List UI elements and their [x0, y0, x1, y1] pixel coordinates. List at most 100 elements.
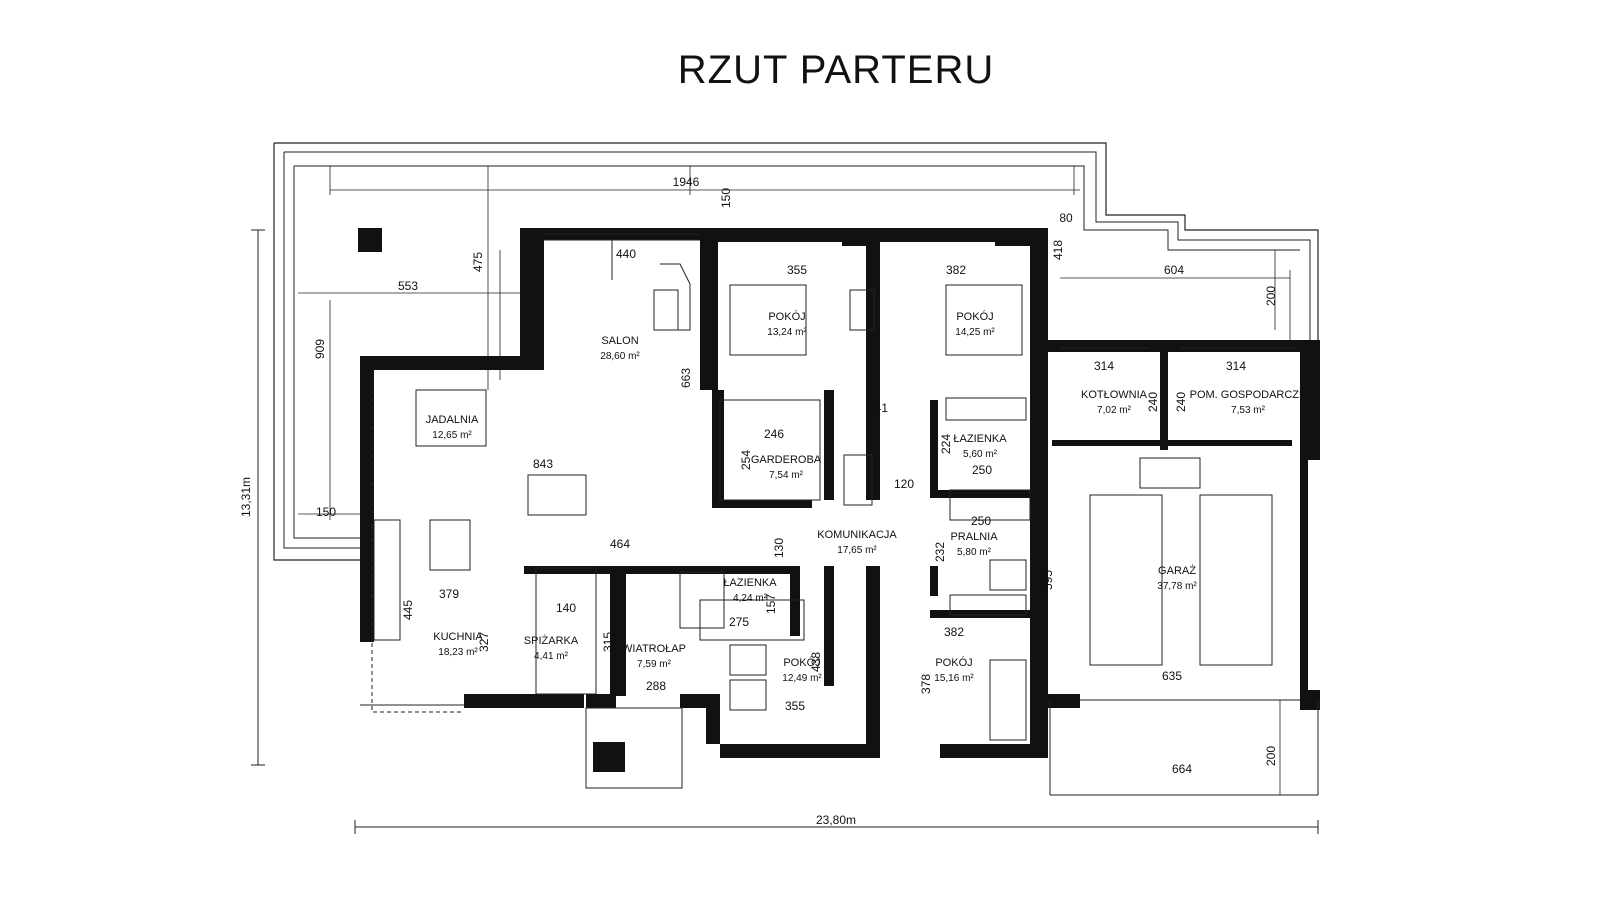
- wall: [520, 228, 544, 368]
- wall: [1300, 460, 1308, 700]
- room-area: 17,65 m²: [837, 545, 877, 556]
- room-area: 15,16 m²: [934, 673, 974, 684]
- dimension-label: 445: [401, 600, 415, 620]
- pantry-shelves: [535, 567, 597, 695]
- room-label: ŁAZIENKA: [723, 577, 777, 589]
- sofa: [660, 263, 691, 331]
- dimension-label: 438: [809, 652, 823, 672]
- overall-height: 13,31m: [239, 477, 253, 517]
- dimension-label: 241: [868, 401, 888, 415]
- dimension-label: 382: [944, 625, 964, 639]
- wall: [360, 356, 374, 512]
- dimension-label: 240: [1146, 392, 1160, 412]
- room-label: SALON: [601, 335, 638, 347]
- room-area: 7,53 m²: [1231, 405, 1266, 416]
- room-area: 7,02 m²: [1097, 405, 1132, 416]
- dimension-label: 382: [946, 263, 966, 277]
- wall: [824, 566, 834, 686]
- dimension-label: 224: [939, 434, 953, 454]
- dining-table: [415, 389, 487, 447]
- dimension-label: 80: [1059, 211, 1073, 225]
- dashed-wall: [371, 370, 464, 713]
- chimney: [358, 228, 382, 252]
- room-area: 12,65 m²: [432, 430, 472, 441]
- dimension-label: 418: [1051, 240, 1065, 260]
- wall: [720, 744, 850, 758]
- wall: [866, 240, 880, 390]
- room-area: 4,24 m²: [733, 593, 768, 604]
- dimension-label: 250: [972, 463, 992, 477]
- dimension-label: 140: [556, 601, 576, 615]
- terrace-outline: [274, 142, 1319, 340]
- dimension-label: 663: [679, 368, 693, 388]
- dimension-label: 464: [610, 537, 630, 551]
- dimension-label: 232: [933, 542, 947, 562]
- room-label: WIATROŁAP: [622, 643, 686, 655]
- terrace-outline: [273, 143, 360, 561]
- wall: [1030, 694, 1048, 758]
- fireplace: [527, 474, 587, 516]
- wall: [1160, 350, 1168, 450]
- dimension-label: 250: [971, 514, 991, 528]
- room-label: KOMUNIKACJA: [817, 529, 897, 541]
- dimension-label: 157: [764, 594, 778, 614]
- wall: [1052, 440, 1292, 446]
- dimension-label: 378: [919, 674, 933, 694]
- room-area: 7,59 m²: [637, 659, 672, 670]
- bed: [729, 644, 767, 676]
- room-area: 14,25 m²: [955, 327, 995, 338]
- overall-width: 23,80m: [816, 813, 856, 827]
- wall: [680, 566, 800, 574]
- garage-marker: [1139, 457, 1201, 489]
- dimension-label: 327: [477, 632, 491, 652]
- wall: [586, 694, 616, 708]
- dimension-label: 475: [471, 252, 485, 272]
- room-label: POKÓJ: [956, 310, 993, 323]
- wall: [790, 566, 800, 636]
- plan-title: RZUT PARTERU: [677, 48, 995, 92]
- room-label: ŁAZIENKA: [953, 433, 1007, 445]
- wall: [930, 610, 1030, 618]
- wall: [824, 390, 834, 500]
- dimension-label: 635: [1162, 669, 1182, 683]
- room-area: 37,78 m²: [1157, 581, 1197, 592]
- dimension-label: 355: [785, 699, 805, 713]
- dimension-label: 254: [739, 450, 753, 470]
- dimension-label: 664: [1172, 762, 1192, 776]
- room-label: KOTŁOWNIA: [1081, 389, 1148, 401]
- terrace-outline-inner: [283, 152, 360, 549]
- closet: [949, 594, 1027, 616]
- dimension-label: 200: [1264, 286, 1278, 306]
- wall: [712, 390, 724, 500]
- dimension-label: 120: [894, 477, 914, 491]
- wall: [866, 566, 880, 746]
- dimension-label: 150: [719, 188, 733, 208]
- dimension-label: 240: [1174, 392, 1188, 412]
- wall: [866, 390, 880, 500]
- wall: [488, 356, 544, 370]
- bed: [729, 679, 767, 711]
- wall: [700, 240, 718, 390]
- car: [1089, 494, 1163, 666]
- cabinet: [843, 454, 873, 506]
- dimension-label: 909: [313, 339, 327, 359]
- room-label: POM. GOSPODARCZE: [1190, 389, 1307, 401]
- room-label: SPIŻARKA: [524, 634, 579, 647]
- wall: [1300, 340, 1320, 460]
- room-label: POKÓJ: [935, 656, 972, 669]
- desk: [849, 289, 875, 331]
- room-area: 5,60 m²: [963, 449, 998, 460]
- dimension-label: 246: [764, 427, 784, 441]
- dimension-label: 130: [772, 538, 786, 558]
- wall: [980, 744, 1030, 758]
- wall: [842, 228, 1012, 242]
- dimension-label: 379: [439, 587, 459, 601]
- wall: [940, 744, 980, 758]
- dimension-label: 843: [533, 457, 553, 471]
- wall: [610, 566, 626, 696]
- wall: [700, 228, 850, 242]
- dimension-label: 440: [616, 247, 636, 261]
- bed: [989, 659, 1027, 741]
